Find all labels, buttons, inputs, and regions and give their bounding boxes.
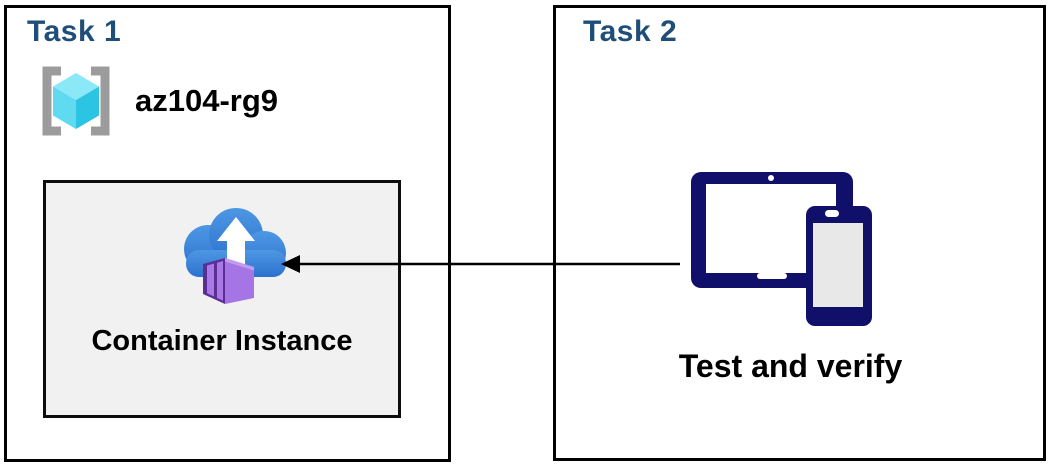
bracket-left bbox=[42, 66, 61, 136]
resource-group-icon bbox=[42, 66, 110, 136]
container-box-icon bbox=[203, 258, 254, 304]
phone-icon bbox=[806, 206, 872, 326]
resource-group: az104-rg9 bbox=[35, 65, 278, 137]
test-and-verify-label: Test and verify bbox=[678, 348, 903, 384]
task1-box: Task 1 az104-rg9 bbox=[4, 5, 451, 462]
container-instance-card: Container Instance bbox=[43, 180, 401, 418]
task2-box: Task 2 Test and verify bbox=[553, 5, 1046, 461]
cube-right-face bbox=[76, 86, 99, 129]
cube-left-face bbox=[53, 86, 76, 129]
tablet-phone-icon bbox=[691, 172, 872, 326]
up-arrow-icon bbox=[217, 217, 255, 275]
resource-group-name: az104-rg9 bbox=[135, 83, 279, 118]
container-instance-icon bbox=[184, 208, 286, 304]
bracket-right bbox=[91, 66, 110, 136]
task1-title: Task 1 bbox=[27, 15, 122, 48]
task2-title: Task 2 bbox=[583, 15, 678, 48]
container-instance-label: Container Instance bbox=[91, 325, 353, 357]
